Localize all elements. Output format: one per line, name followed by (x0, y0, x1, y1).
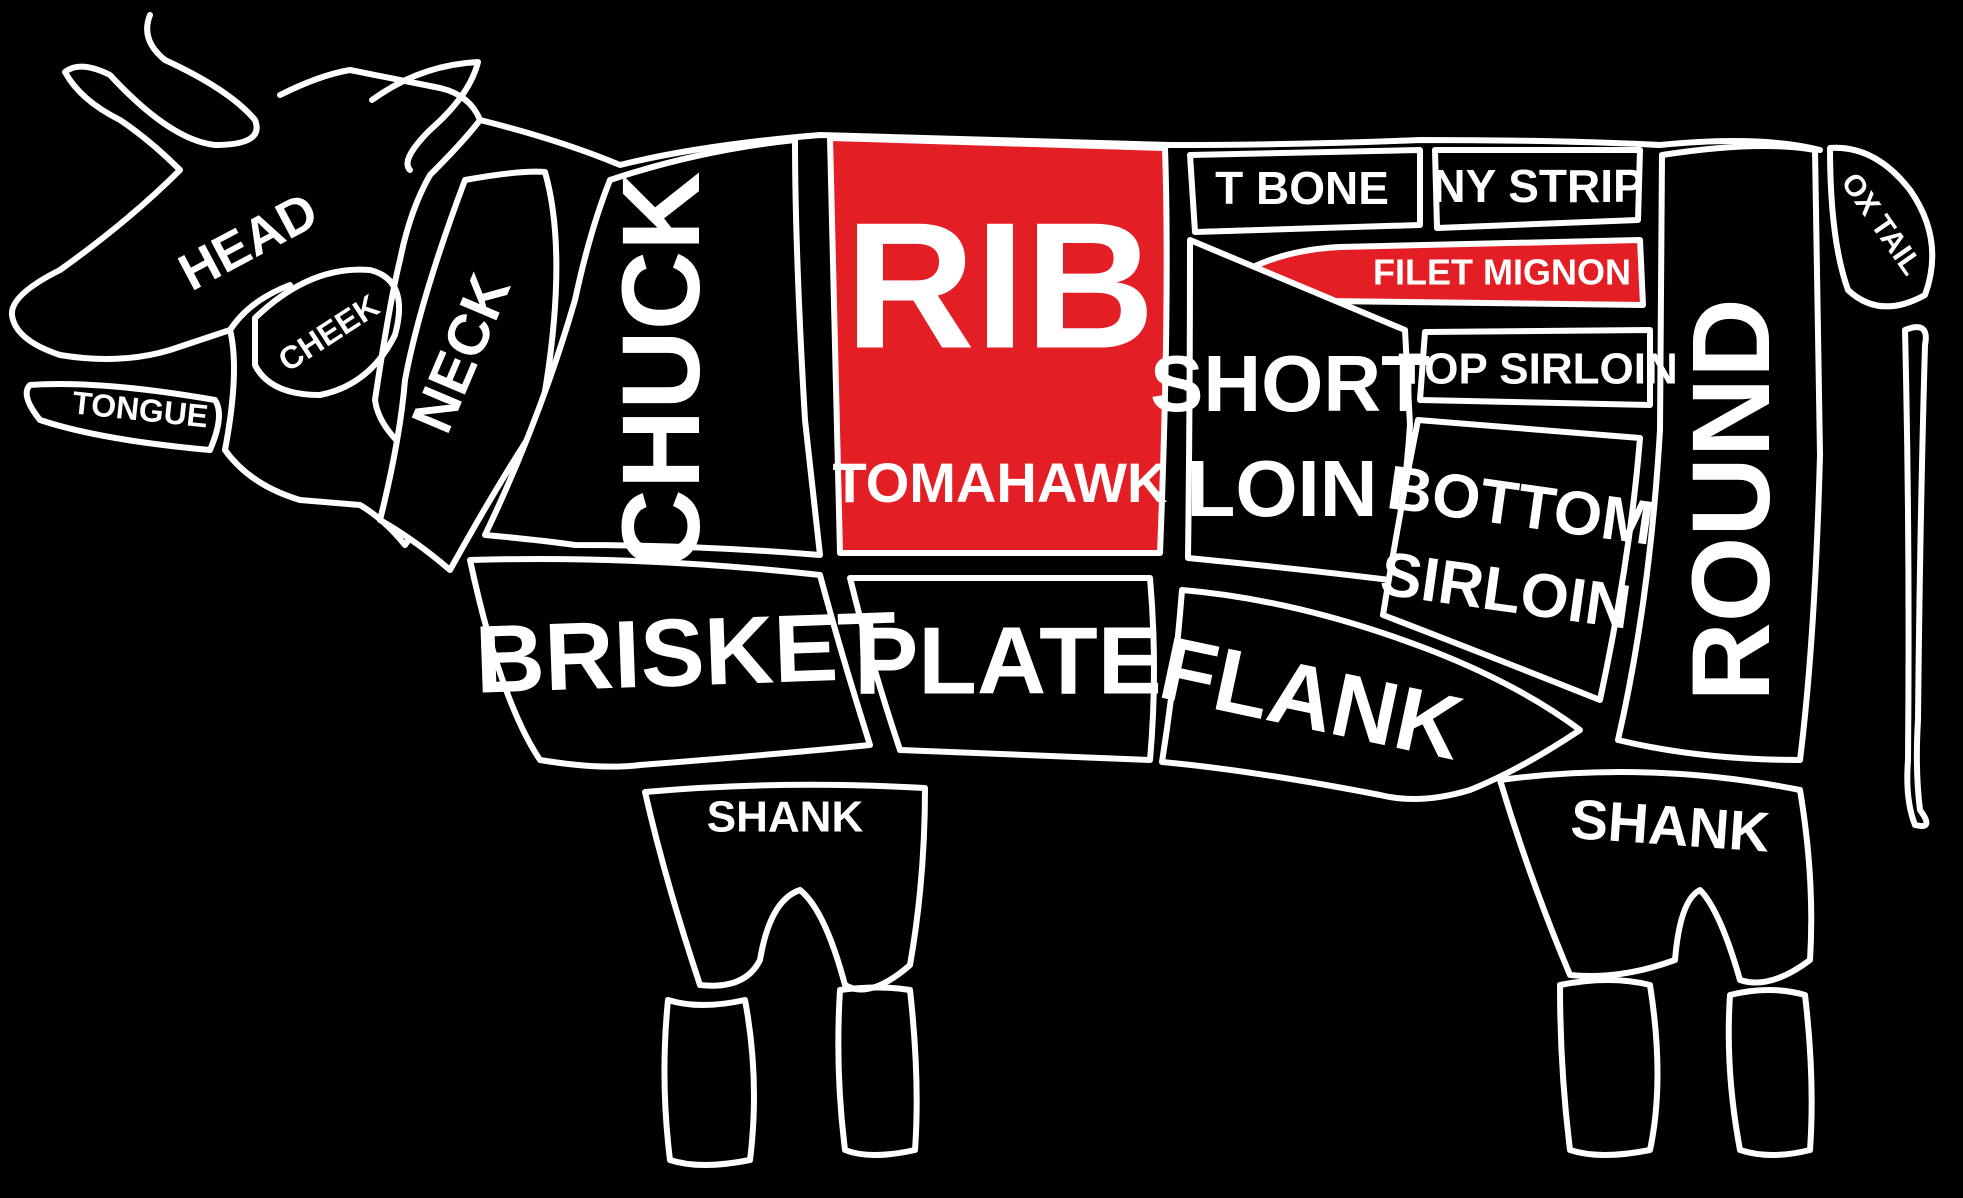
rear-leg-right (1729, 990, 1812, 1155)
tongue-label: TONGUE (71, 384, 210, 434)
plate-label: PLATE (854, 607, 1162, 714)
ny-strip-label: NY STRIP (1432, 160, 1643, 212)
top-sirloin-label: TOP SIRLOIN (1398, 345, 1678, 394)
jaw-line (230, 285, 290, 330)
rib-label: RIB (845, 186, 1155, 387)
short-loin-label-1: SHORT (1150, 339, 1430, 428)
tail-line (1905, 327, 1926, 826)
tomahawk-label: TOMAHAWK (833, 451, 1168, 514)
front-leg-right (838, 988, 916, 1156)
rear-leg-left (1560, 980, 1658, 1155)
brisket-label: BRISKET (473, 592, 898, 714)
front-shank-label: SHANK (707, 793, 864, 842)
cheek-label: CHEEK (272, 287, 386, 378)
chuck-label: CHUCK (600, 171, 723, 568)
filet-mignon-label: FILET MIGNON (1373, 252, 1631, 293)
front-leg-left (664, 1000, 754, 1165)
t-bone-label: T BONE (1215, 162, 1389, 214)
short-loin-label-2: LOIN (1186, 444, 1377, 533)
round-label: ROUND (1670, 298, 1793, 701)
